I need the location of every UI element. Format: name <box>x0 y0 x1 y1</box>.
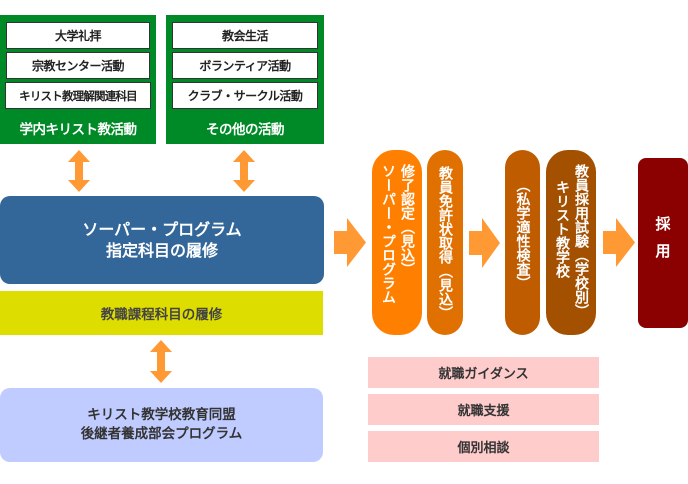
step-christian-school-exam-line1: キリスト教学校 <box>554 180 570 278</box>
double-arrow-icon <box>68 150 90 192</box>
item-university-worship: 大学礼拝 <box>6 22 150 49</box>
step-soper-completion-line2: 修了認定（見込） <box>399 164 415 276</box>
step-teacher-license-label: 教員免許状取得（見込） <box>437 166 453 320</box>
support-label: 個別相談 <box>457 441 510 456</box>
double-arrow-icon <box>233 150 255 192</box>
group-other-activities: 教会生活 ボランティア活動 クラブ・サークル活動 その他の活動 <box>166 15 324 144</box>
support-individual-consultation: 個別相談 <box>368 431 599 462</box>
step-private-school-aptitude: （私学適性検査） <box>505 150 540 335</box>
successor-program-box: キリスト教学校教育同盟 後継者養成部会プログラム <box>0 388 323 462</box>
group-title: その他の活動 <box>206 122 285 138</box>
double-arrow-icon <box>150 340 172 383</box>
right-arrow-icon <box>334 218 366 267</box>
group-title: 学内キリスト教活動 <box>19 122 138 138</box>
group-campus-christian-activities: 大学礼拝 宗教センター活動 キリスト教理解関連科目 学内キリスト教活動 <box>0 15 156 144</box>
hiring-box: 採用 <box>638 158 688 328</box>
step-christian-school-exam-line2: 教員採用試験（学校別） <box>573 164 589 318</box>
item-christianity-courses: キリスト教理解関連科目 <box>5 82 151 109</box>
step-private-school-aptitude-label: （私学適性検査） <box>514 178 531 290</box>
right-arrow-icon <box>603 218 635 267</box>
teacher-course-box: 教職課程科目の履修 <box>0 291 323 335</box>
teacher-course-label: 教職課程科目の履修 <box>100 307 223 323</box>
soper-program-box: ソーパー・プログラム 指定科目の履修 <box>0 196 324 284</box>
soper-program-title: ソーパー・プログラム <box>82 220 242 239</box>
step-christian-school-exam: キリスト教学校 教員採用試験（学校別） <box>546 150 596 335</box>
right-arrow-icon <box>469 218 500 268</box>
hiring-label: 採用 <box>653 216 672 270</box>
item-club-circle: クラブ・サークル活動 <box>172 82 318 109</box>
step-teacher-license: 教員免許状取得（見込） <box>427 150 463 335</box>
step-soper-completion-line1: ソーパー・プログラム <box>380 164 396 304</box>
step-soper-completion: ソーパー・プログラム 修了認定（見込） <box>372 150 422 335</box>
support-label: 就職支援 <box>457 404 510 419</box>
item-church-life: 教会生活 <box>172 22 318 49</box>
support-label: 就職ガイダンス <box>438 367 529 382</box>
successor-program-line2: 後継者養成部会プログラム <box>80 426 243 442</box>
item-religion-center: 宗教センター活動 <box>6 52 150 79</box>
item-volunteer: ボランティア活動 <box>172 52 318 79</box>
soper-program-subtitle: 指定科目の履修 <box>105 241 218 260</box>
support-job-assistance: 就職支援 <box>368 394 599 425</box>
support-employment-guidance: 就職ガイダンス <box>368 357 599 388</box>
successor-program-line1: キリスト教学校教育同盟 <box>87 407 236 423</box>
